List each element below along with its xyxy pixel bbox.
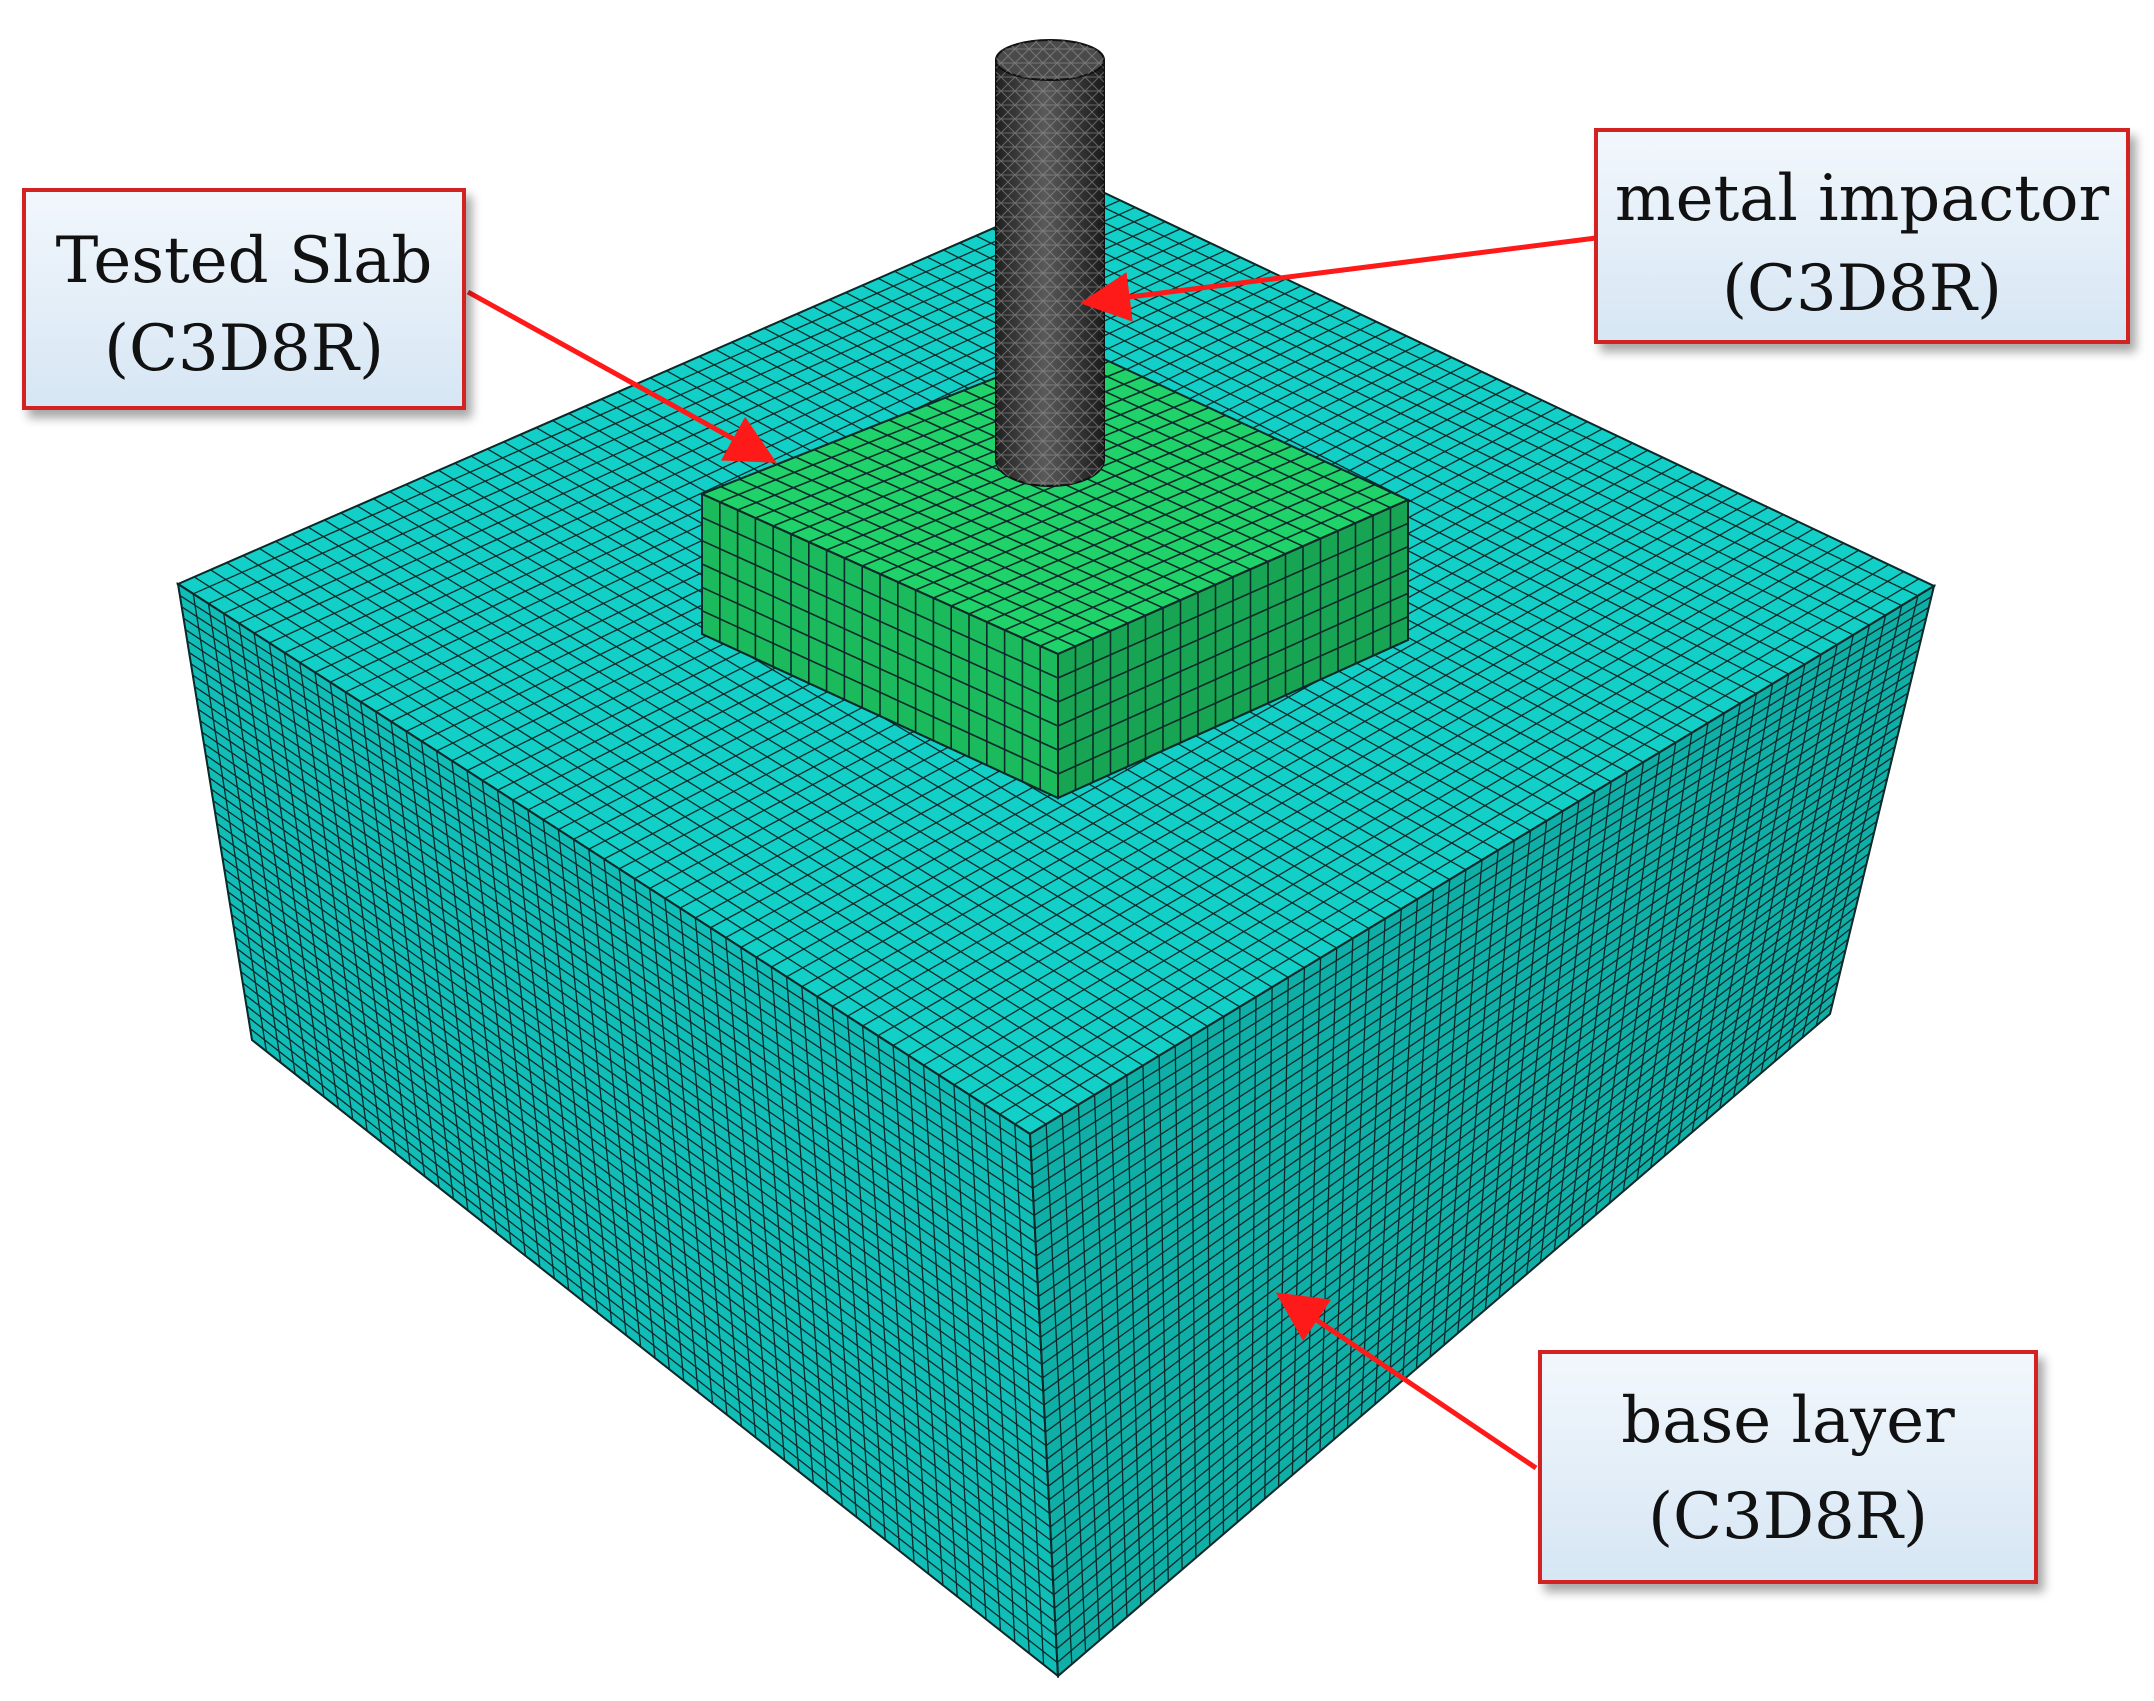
metal-impactor-callout: metal impactor (C3D8R) — [1594, 128, 2130, 344]
metal-impactor-label-line1: metal impactor — [1615, 162, 2110, 236]
base-layer-block — [175, 184, 1937, 1679]
tested-slab-label-line2: (C3D8R) — [104, 312, 384, 386]
base-layer-label-line1: base layer — [1621, 1384, 1955, 1458]
tested-slab-label-line1: Tested Slab — [56, 224, 433, 298]
metal-impactor-arrow — [1080, 235, 1597, 322]
tested-slab-callout: Tested Slab (C3D8R) — [22, 188, 466, 410]
base-layer-label-line2: (C3D8R) — [1648, 1480, 1928, 1554]
tested-slab-block — [699, 344, 1411, 800]
annotation-arrows — [466, 235, 1597, 1471]
metal-impactor-rod — [995, 39, 1105, 487]
tested-slab-arrow — [466, 289, 777, 463]
base-layer-callout: base layer (C3D8R) — [1538, 1350, 2038, 1584]
base-layer-arrow — [1275, 1292, 1538, 1471]
metal-impactor-label-line2: (C3D8R) — [1722, 252, 2002, 326]
